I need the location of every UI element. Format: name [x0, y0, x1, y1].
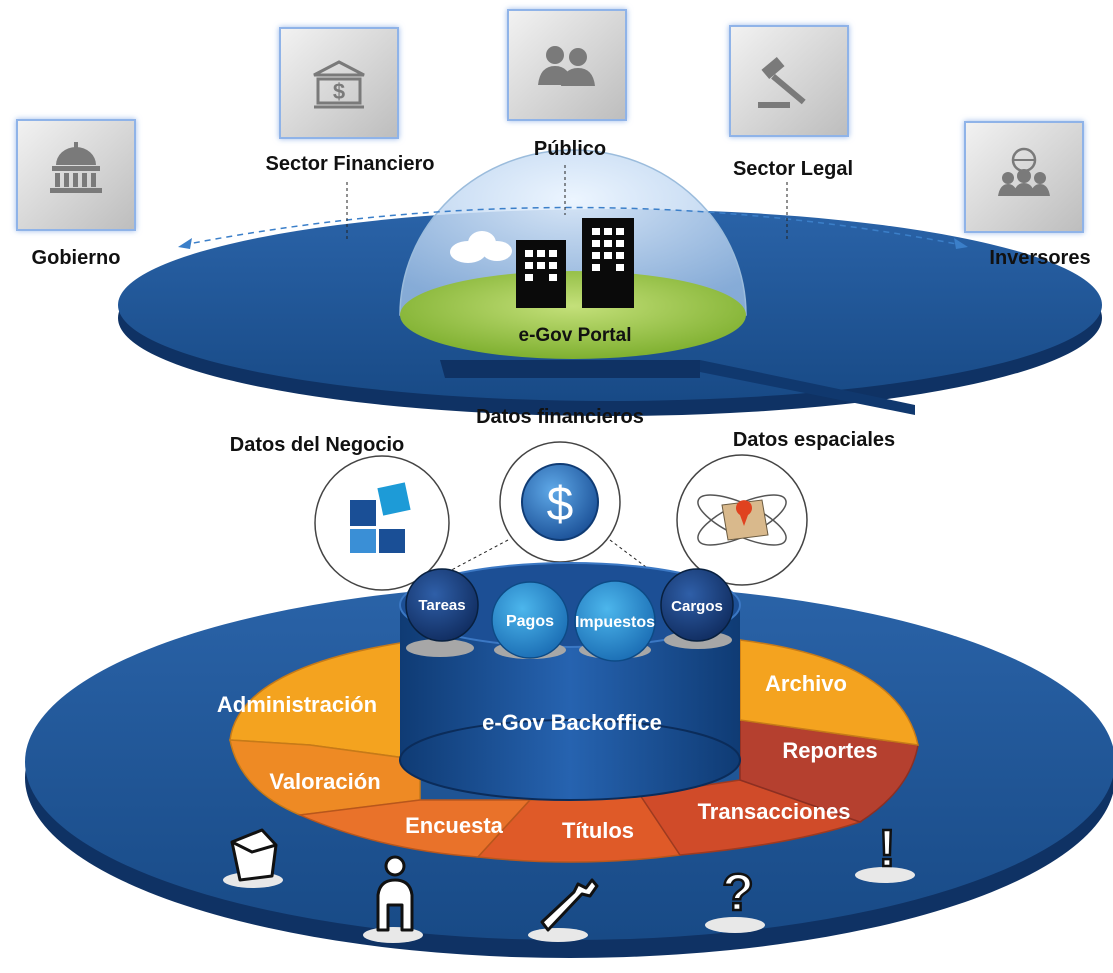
module-cargos: Cargos — [660, 568, 734, 642]
cube-icon — [223, 828, 283, 888]
stakeholder-arc — [182, 206, 963, 246]
label-datos-financieros: Datos financieros — [476, 406, 644, 428]
global-investors-icon — [998, 147, 1050, 196]
capitol-building-icon — [50, 142, 102, 193]
arrow-right-icon — [954, 238, 968, 249]
label-inversores: Inversores — [989, 247, 1090, 269]
function-ring — [229, 639, 919, 863]
function-transacciones: Transacciones — [698, 799, 851, 824]
tile-publico: Público — [507, 9, 627, 160]
svg-text:!: ! — [878, 820, 895, 878]
function-administracion: Administración — [217, 692, 377, 717]
function-valoracion: Valoración — [269, 769, 380, 794]
function-reportes: Reportes — [782, 738, 877, 763]
exclamation-icon: ! — [855, 819, 915, 883]
map-atom-icon — [697, 494, 787, 546]
module-tareas: Tareas — [405, 568, 479, 642]
dollar-sign-icon: $ — [333, 79, 345, 104]
function-archivo: Archivo — [765, 671, 847, 696]
label-publico: Público — [534, 138, 606, 160]
tile-legal: Sector Legal — [729, 25, 853, 180]
module-label-tareas: Tareas — [418, 597, 465, 614]
label-datos-espaciales: Datos espaciales — [733, 429, 895, 451]
label-financiero: Sector Financiero — [266, 153, 435, 175]
svg-text:?: ? — [722, 864, 754, 922]
module-impuestos: Impuestos — [574, 580, 656, 662]
gavel-icon — [758, 56, 806, 108]
stakeholder-connectors — [346, 165, 788, 240]
dollar-icon: $ — [547, 478, 574, 531]
question-icon: ? — [705, 863, 765, 933]
person-icon — [363, 855, 423, 943]
tile-gobierno: Gobierno — [16, 119, 136, 269]
portal-label: e-Gov Portal — [519, 325, 632, 346]
module-label-cargos: Cargos — [671, 598, 723, 615]
arrow-left-icon — [178, 238, 192, 249]
tile-inversores: Inversores — [964, 121, 1091, 269]
circle-negocio — [314, 455, 450, 591]
tile-financiero: $ Sector Financiero — [266, 27, 435, 175]
bank-icon — [313, 60, 365, 109]
circle-financieros: $ — [499, 441, 621, 563]
module-pagos: Pagos — [491, 581, 569, 659]
circle-espaciales — [676, 454, 808, 586]
label-datos-negocio: Datos del Negocio — [230, 434, 404, 456]
buildings-icon — [516, 218, 634, 308]
function-titulos: Títulos — [562, 818, 634, 843]
label-legal: Sector Legal — [733, 158, 853, 180]
portal-dome: e-Gov Portal — [399, 149, 747, 359]
module-label-pagos: Pagos — [506, 613, 554, 630]
module-label-impuestos: Impuestos — [575, 614, 655, 631]
wrench-icon — [528, 878, 599, 942]
people-icon — [538, 46, 595, 86]
label-gobierno: Gobierno — [32, 247, 121, 269]
puzzle-icon — [350, 482, 411, 553]
backoffice-label: e-Gov Backoffice — [482, 710, 662, 735]
function-encuesta: Encuesta — [405, 813, 504, 838]
cloud-icon — [450, 231, 512, 263]
